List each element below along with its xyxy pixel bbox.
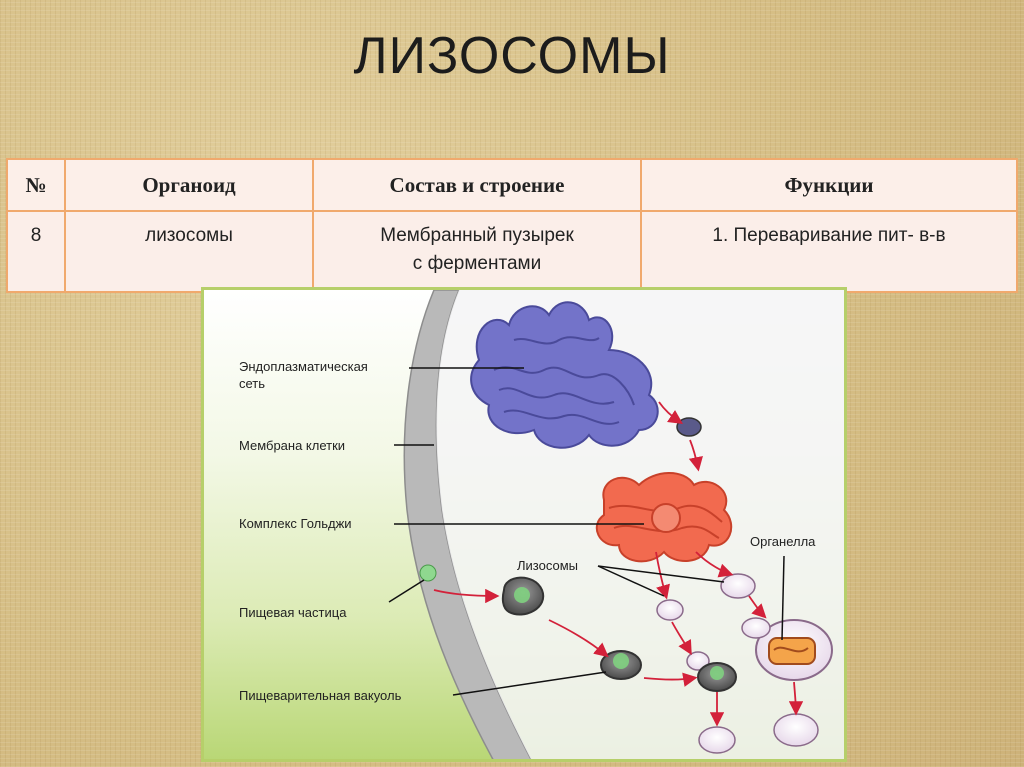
- lysosome-vesicle: [686, 651, 710, 671]
- organelle-in-vesicle: [741, 617, 833, 681]
- label-food-particle: Пищевая частица: [239, 605, 347, 620]
- cell-number: 8: [6, 210, 66, 293]
- er-vesicle: [676, 417, 702, 437]
- label-organelle: Органелла: [750, 534, 816, 549]
- slide-title: ЛИЗОСОМЫ: [353, 27, 671, 85]
- label-golgi: Комплекс Гольджи: [239, 516, 352, 531]
- food-particle: [419, 564, 437, 582]
- endoplasmic-reticulum: [470, 301, 659, 449]
- table-header-row: № Органоид Состав и строение Функции: [6, 158, 1018, 212]
- label-digestive-vacuole: Пищеварительная вакуоль: [239, 688, 402, 703]
- composition-line-2: с ферментами: [412, 253, 542, 274]
- header-organoid: Органоид: [64, 158, 314, 212]
- lysosome-vesicle: [720, 573, 756, 599]
- golgi-complex: [595, 472, 733, 563]
- label-pointers: [388, 367, 785, 696]
- header-functions: Функции: [640, 158, 1018, 212]
- header-number: №: [6, 158, 66, 212]
- label-membrane: Мембрана клетки: [239, 438, 345, 453]
- lysosome-diagram: Эндоплазматическая сеть Мембрана клетки …: [201, 287, 847, 762]
- cell-function: 1. Переваривание пит- в-в: [640, 210, 1018, 293]
- label-er-line1: Эндоплазматическая: [239, 359, 368, 374]
- lysosome-vesicle: [773, 713, 819, 747]
- diagram-svg: Эндоплазматическая сеть Мембрана клетки …: [239, 290, 844, 759]
- organoid-table: № Органоид Состав и строение Функции 8 л…: [6, 158, 1018, 293]
- digestive-vacuole-fused: [697, 662, 737, 692]
- phagocytic-pocket: [501, 576, 545, 616]
- process-arrows: [433, 401, 804, 727]
- lysosome-vesicle: [656, 599, 684, 621]
- composition-line-1: Мембранный пузырек: [380, 225, 574, 246]
- cell-organoid: лизосомы: [64, 210, 314, 293]
- label-er-line2: сеть: [239, 376, 265, 391]
- table-row: 8 лизосомы Мембранный пузырек с фермента…: [6, 210, 1018, 293]
- cell-composition: Мембранный пузырек с ферментами: [312, 210, 642, 293]
- label-lysosomes: Лизосомы: [517, 558, 578, 573]
- header-composition: Состав и строение: [312, 158, 642, 212]
- digestive-vacuole: [600, 650, 642, 680]
- residual-vesicle: [698, 726, 736, 754]
